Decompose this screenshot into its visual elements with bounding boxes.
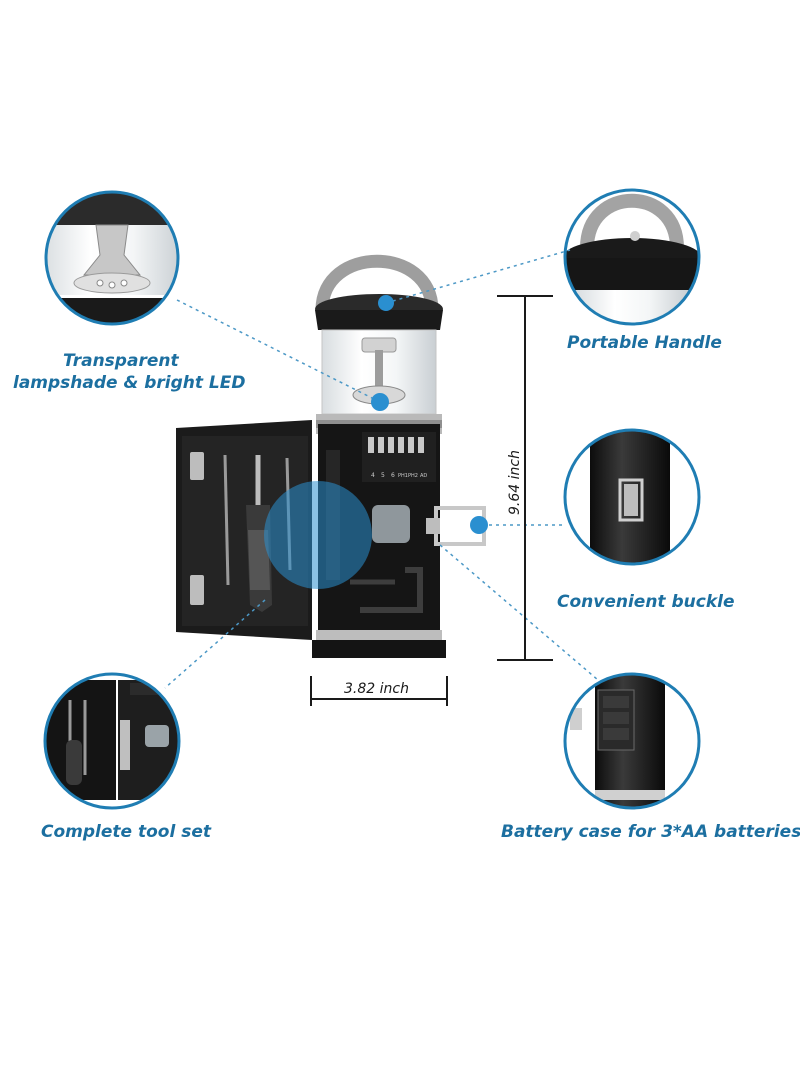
handle-label: Portable Handle (567, 333, 722, 353)
height-dimension-label: 9.64 inch (507, 450, 523, 515)
bit-label-0: 4 (371, 472, 375, 479)
bit-label-5: AD (420, 473, 427, 479)
bit-label-row: 4 5 6 PH1 PH2 AD (371, 472, 427, 479)
lampshade-label-line2: lampshade & bright LED (13, 373, 246, 393)
lampshade-detail-circle (44, 190, 180, 326)
width-dimension (310, 676, 448, 706)
toolbox-highlight (264, 481, 372, 589)
lampshade-label-line1: Transparent (63, 351, 179, 371)
toolset-detail-circle (43, 672, 181, 810)
buckle-label: Convenient buckle (557, 592, 735, 612)
leader-lines (164, 249, 599, 689)
bit-label-3: PH1 (398, 473, 408, 479)
callout-dots (371, 295, 488, 534)
battery-label: Battery case for 3*AA batteries (501, 822, 800, 842)
bit-label-4: PH2 (408, 473, 418, 479)
battery-detail-circle (563, 672, 701, 810)
buckle-detail-circle (563, 428, 701, 566)
bit-label-1: 5 (381, 472, 385, 479)
toolset-label: Complete tool set (41, 822, 211, 842)
bit-label-2: 6 (391, 472, 395, 479)
handle-detail-circle (563, 188, 701, 326)
width-dimension-label: 3.82 inch (344, 681, 409, 697)
height-dimension (497, 295, 553, 661)
